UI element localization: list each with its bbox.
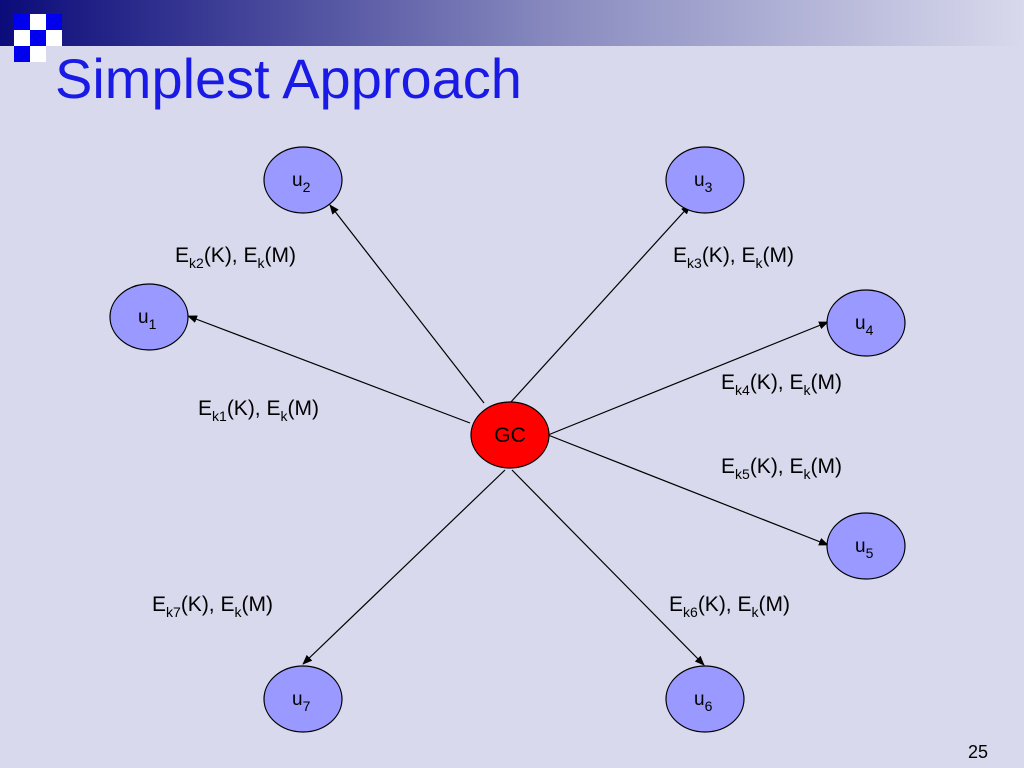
node-label-sub: 7 xyxy=(303,698,311,714)
slide-title: Simplest Approach xyxy=(55,47,522,110)
node-circle xyxy=(263,146,343,214)
node-label: u3 xyxy=(694,170,713,195)
gc-label: GC xyxy=(494,424,526,447)
edge-gc-u4 xyxy=(547,321,829,436)
node-u6: u6 xyxy=(665,665,745,733)
edge-gc-u1 xyxy=(187,315,471,424)
edge-label-k6: Ek6(K), Ek(M) xyxy=(669,593,790,620)
node-label-sub: 2 xyxy=(303,179,311,195)
node-label-base: u xyxy=(138,307,149,328)
edge-label-k3: Ek3(K), Ek(M) xyxy=(673,244,794,271)
node-u2: u2 xyxy=(263,146,343,214)
edge-label-k1: Ek1(K), Ek(M) xyxy=(198,397,319,424)
node-u7: u7 xyxy=(263,665,343,733)
node-label: u7 xyxy=(292,689,311,714)
node-circle xyxy=(826,512,906,580)
node-label-sub: 3 xyxy=(705,179,713,195)
edge-label-k2: Ek2(K), Ek(M) xyxy=(175,244,296,271)
node-circle xyxy=(665,146,745,214)
node-label-base: u xyxy=(694,170,705,191)
edge-label-k7: Ek7(K), Ek(M) xyxy=(152,593,273,620)
node-label-base: u xyxy=(694,689,705,710)
node-label: u5 xyxy=(855,536,874,561)
node-u3: u3 xyxy=(665,146,745,214)
node-label-sub: 4 xyxy=(866,322,874,338)
page-number: 25 xyxy=(967,742,988,762)
node-gc: GC xyxy=(470,401,550,469)
node-circle xyxy=(109,283,189,351)
node-label-base: u xyxy=(292,689,303,710)
node-circle xyxy=(826,289,906,357)
node-label-base: u xyxy=(855,313,866,334)
node-label: u4 xyxy=(855,313,874,338)
node-label-sub: 1 xyxy=(149,316,157,332)
node-circle xyxy=(263,665,343,733)
node-label: u2 xyxy=(292,170,311,195)
edge-gc-u6 xyxy=(511,469,705,666)
edge-label-k5: Ek5(K), Ek(M) xyxy=(721,455,842,482)
edge-label-k4: Ek4(K), Ek(M) xyxy=(721,371,842,398)
edge-gc-u2 xyxy=(329,204,485,404)
node-label: u1 xyxy=(138,307,157,332)
checker-logo-icon xyxy=(14,14,62,62)
node-u5: u5 xyxy=(826,512,906,580)
node-u1: u1 xyxy=(109,283,189,351)
gc-circle xyxy=(470,401,550,469)
node-label-sub: 5 xyxy=(866,545,874,561)
node-circle xyxy=(665,665,745,733)
node-label-sub: 6 xyxy=(705,698,713,714)
node-label-base: u xyxy=(292,170,303,191)
edge-gc-u3 xyxy=(509,204,691,404)
header-gradient-bar xyxy=(0,0,1024,46)
node-label-base: u xyxy=(855,536,866,557)
edge-gc-u5 xyxy=(547,434,829,546)
edge-gc-u7 xyxy=(302,469,506,665)
node-u4: u4 xyxy=(826,289,906,357)
node-label: u6 xyxy=(694,689,713,714)
